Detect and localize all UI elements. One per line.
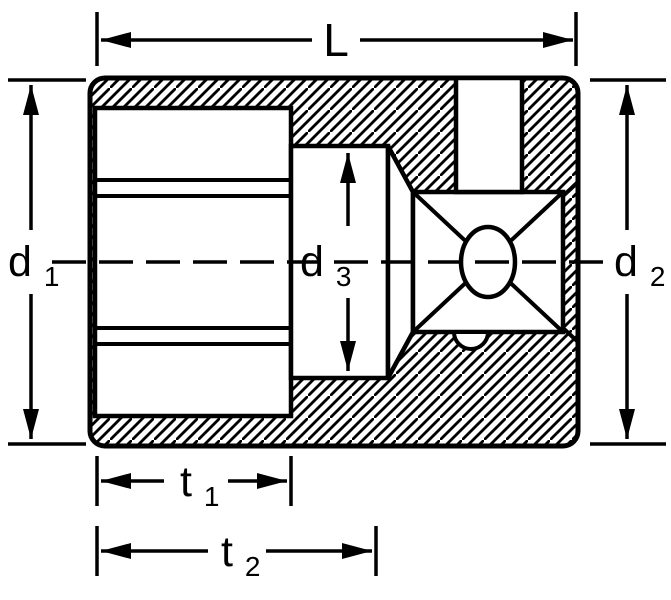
dimension-t1: t 1 <box>95 456 293 512</box>
label-d1: d 1 <box>8 238 59 292</box>
label-t1: t 1 <box>180 458 219 512</box>
label-d3: d 3 <box>300 238 351 292</box>
hex-flat-edges <box>95 178 291 346</box>
right-chamfer-edges <box>561 181 579 343</box>
dimension-length: L <box>95 12 578 66</box>
dimension-d3: d 3 <box>300 153 356 371</box>
dimension-d2: d 2 <box>590 78 666 446</box>
dimension-d1: d 1 <box>8 78 86 446</box>
label-t2: t 2 <box>221 528 260 582</box>
cross-hole-slot <box>453 75 525 195</box>
dimension-t2: t 2 <box>95 526 378 582</box>
ball-detent-notch <box>451 330 491 351</box>
label-d2: d 2 <box>614 238 665 292</box>
label-length: L <box>323 14 349 66</box>
